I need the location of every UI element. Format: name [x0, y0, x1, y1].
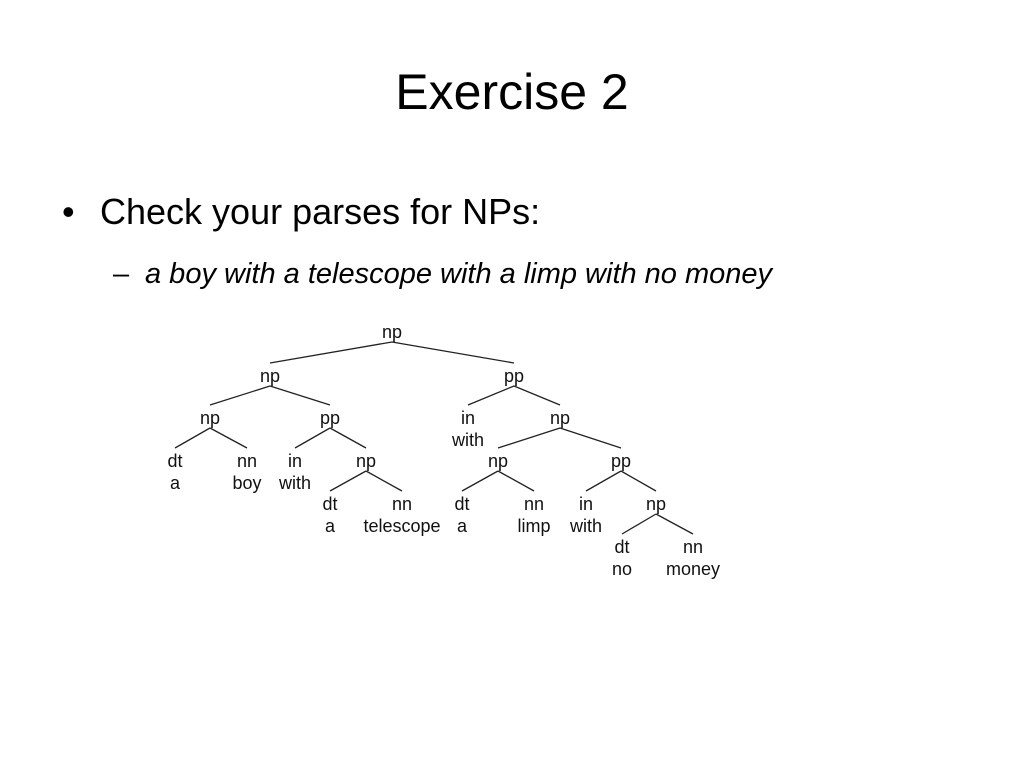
tree-node-label: dt — [322, 494, 337, 514]
tree-edge — [209, 385, 271, 406]
bullet-text: Check your parses for NPs: — [100, 191, 541, 232]
tree-edge — [391, 341, 515, 364]
tree-leaf-word: with — [569, 516, 602, 536]
tree-leaf-word: boy — [232, 473, 261, 493]
tree-leaf-word: a — [457, 516, 468, 536]
tree-node-label: pp — [504, 366, 524, 386]
tree-edge — [365, 470, 403, 492]
tree-node-label: np — [382, 322, 402, 342]
tree-edges — [174, 341, 694, 535]
slide-title: Exercise 2 — [395, 64, 629, 120]
tree-node-label: np — [356, 451, 376, 471]
tree-edge — [497, 470, 535, 492]
tree-edge — [620, 470, 657, 492]
tree-leaf-word: no — [612, 559, 632, 579]
tree-node-label: dt — [454, 494, 469, 514]
tree-leaf-word: with — [278, 473, 311, 493]
tree-node-label: np — [200, 408, 220, 428]
tree-edge — [585, 470, 622, 492]
tree-edge — [209, 427, 248, 449]
tree-leaf-word: limp — [517, 516, 550, 536]
tree-node-label: pp — [320, 408, 340, 428]
tree-node-label: nn — [237, 451, 257, 471]
tree-leaf-word: with — [451, 430, 484, 450]
tree-edge — [559, 427, 622, 449]
tree-edge — [329, 470, 367, 492]
tree-edge — [269, 341, 393, 364]
sub-bullet-text: a boy with a telescope with a limp with … — [145, 258, 773, 290]
tree-node-label: np — [488, 451, 508, 471]
tree-node-label: pp — [611, 451, 631, 471]
tree-node-label: dt — [167, 451, 182, 471]
tree-edge — [655, 513, 694, 535]
tree-leaf-word: telescope — [363, 516, 440, 536]
tree-node-label: in — [461, 408, 475, 428]
tree-edge — [269, 385, 331, 406]
bullet-marker: • — [62, 191, 75, 232]
tree-leaf-word: money — [666, 559, 720, 579]
tree-edge — [174, 427, 211, 449]
tree-node-label: in — [288, 451, 302, 471]
tree-node-label: nn — [524, 494, 544, 514]
tree-node-label: dt — [614, 537, 629, 557]
bullet-item: • Check your parses for NPs: — [62, 190, 540, 234]
tree-node-label: np — [550, 408, 570, 428]
tree-node-label: np — [646, 494, 666, 514]
tree-edge — [294, 427, 331, 449]
sub-bullet-item: –a boy with a telescope with a limp with… — [113, 255, 772, 293]
tree-leaf-word: a — [170, 473, 181, 493]
tree-node-label: np — [260, 366, 280, 386]
tree-edge — [461, 470, 499, 492]
tree-edge — [513, 385, 561, 406]
tree-leaf-word: a — [325, 516, 336, 536]
tree-edge — [497, 427, 561, 449]
tree-edge — [467, 385, 515, 406]
sub-bullet-marker: – — [113, 258, 130, 290]
tree-node-label: nn — [392, 494, 412, 514]
tree-edge — [621, 513, 657, 535]
tree-node-label: in — [579, 494, 593, 514]
tree-node-label: nn — [683, 537, 703, 557]
tree-edge — [329, 427, 367, 449]
